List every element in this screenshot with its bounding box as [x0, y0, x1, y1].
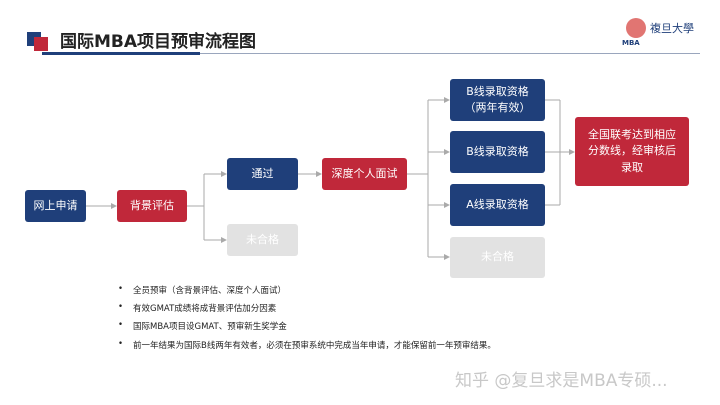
title-underline	[42, 53, 700, 54]
result-fail-interview: 未合格	[450, 237, 545, 278]
university-logo: MBA 複旦大學	[622, 18, 700, 48]
final-admission: 全国联考达到相应分数线，经审核后录取	[575, 117, 689, 186]
result-b-line-two-year: B线录取资格（两年有效）	[450, 79, 545, 121]
result-b-line: B线录取资格	[450, 131, 545, 173]
step-background-eval: 背景评估	[117, 190, 187, 222]
step-online-apply: 网上申请	[25, 190, 86, 222]
header-icon-accent	[34, 37, 48, 51]
step-interview: 深度个人面试	[322, 158, 407, 190]
watermark: 知乎 @复旦求是MBA专硕...	[455, 371, 668, 391]
result-a-line: A线录取资格	[450, 184, 545, 226]
title-underline-accent	[42, 52, 200, 55]
step-fail-background: 未合格	[227, 224, 298, 256]
step-pass: 通过	[227, 158, 298, 190]
page-title: 国际MBA项目预审流程图	[60, 32, 257, 52]
